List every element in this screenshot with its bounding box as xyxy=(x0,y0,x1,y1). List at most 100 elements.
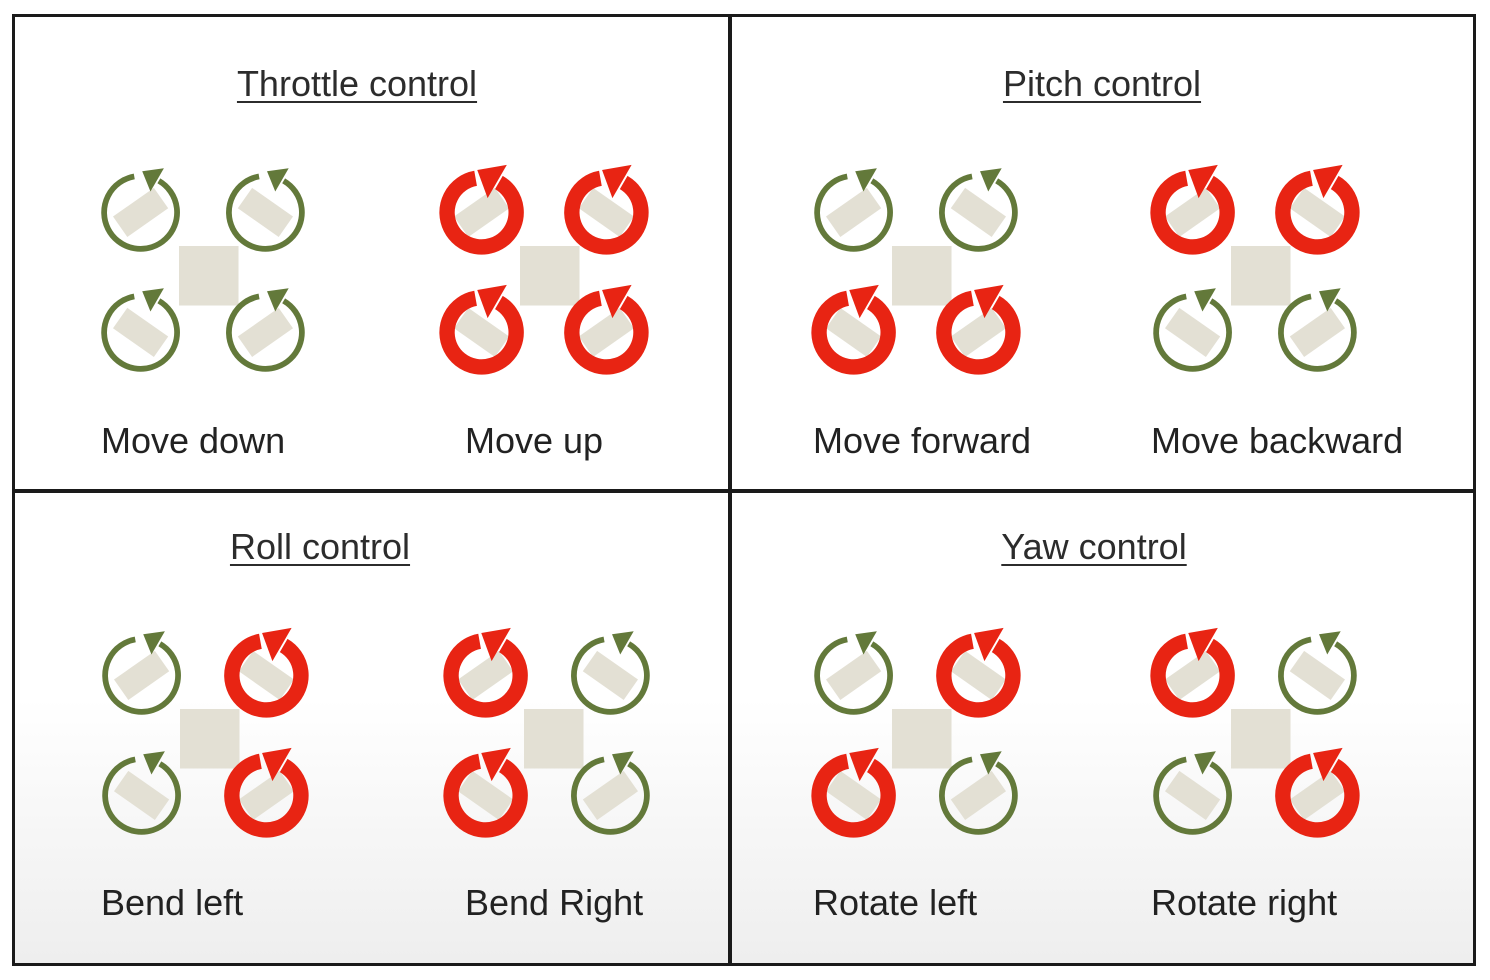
rotation-arrow-icon xyxy=(1194,751,1216,775)
rotor-ring xyxy=(1150,170,1235,255)
rotor-top-right-high-speed xyxy=(564,164,649,255)
rotor-ring xyxy=(439,170,524,255)
rotor-blade xyxy=(1164,770,1221,820)
rotation-arrow-icon xyxy=(602,284,632,319)
drone-body xyxy=(892,709,952,769)
rotor-bottom-right-high-speed xyxy=(1275,747,1360,838)
drone-body xyxy=(524,709,584,769)
rotor-top-left-high-speed xyxy=(439,164,524,255)
panel-title-yaw: Yaw control xyxy=(1001,526,1187,567)
rotor-ring xyxy=(224,753,309,838)
rotation-arrow-icon xyxy=(1188,627,1218,662)
rotor-ring xyxy=(1153,756,1232,835)
rotor-blade xyxy=(825,307,882,357)
rotation-arrow-icon xyxy=(481,747,511,782)
rotor-top-right-low-speed xyxy=(1278,631,1357,715)
caption-bend-right: Bend Right xyxy=(465,882,644,923)
panel-title-throttle: Throttle control xyxy=(236,63,478,104)
rotation-arrow-icon xyxy=(1194,288,1216,312)
rotation-arrow-icon xyxy=(855,168,877,192)
rotor-top-left-high-speed xyxy=(443,627,528,718)
drone-body xyxy=(1231,246,1291,306)
rotor-ring xyxy=(564,170,649,255)
rotation-arrow-icon xyxy=(849,747,879,782)
rotor-bottom-left-low-speed xyxy=(1153,751,1232,835)
rotation-arrow-icon xyxy=(1319,288,1341,312)
rotor-top-left-high-speed xyxy=(1150,627,1235,718)
rotor-top-right-low-speed xyxy=(226,168,305,252)
rotor-ring xyxy=(811,753,896,838)
rotor-ring xyxy=(939,756,1018,835)
rotor-bottom-right-low-speed xyxy=(571,751,650,835)
rotor-bottom-left-low-speed xyxy=(1153,288,1232,372)
rotor-ring xyxy=(101,173,180,252)
rotor-blade xyxy=(1289,187,1346,237)
drone-body xyxy=(520,246,580,306)
rotor-blade xyxy=(453,187,510,237)
rotor-blade xyxy=(582,650,639,700)
rotor-bottom-right-high-speed xyxy=(564,284,649,375)
rotation-arrow-icon xyxy=(1313,747,1343,782)
rotor-bottom-right-low-speed xyxy=(939,751,1018,835)
rotor-ring xyxy=(1278,636,1357,715)
rotation-arrow-icon xyxy=(262,627,292,662)
rotor-top-left-low-speed xyxy=(814,631,893,715)
caption-move-up: Move up xyxy=(465,420,604,461)
rotor-bottom-right-high-speed xyxy=(224,747,309,838)
rotor-blade xyxy=(238,770,295,820)
drone-rotate-right xyxy=(1135,613,1375,853)
drone-body xyxy=(892,246,952,306)
caption-move-backward: Move backward xyxy=(1151,420,1404,461)
rotation-arrow-icon xyxy=(142,168,164,192)
rotor-bottom-left-high-speed xyxy=(811,747,896,838)
rotor-ring xyxy=(101,293,180,372)
rotor-top-left-low-speed xyxy=(101,168,180,252)
drone-rotate-left xyxy=(796,613,1036,853)
quadcopter-figure xyxy=(811,627,1021,838)
rotor-ring xyxy=(1275,753,1360,838)
quadcopter-figure xyxy=(811,168,1021,375)
rotation-arrow-icon xyxy=(1313,164,1343,199)
drone-bend-left xyxy=(84,613,324,853)
rotor-bottom-right-high-speed xyxy=(936,284,1021,375)
rotation-arrow-icon xyxy=(143,751,165,775)
rotor-blade xyxy=(1289,307,1346,357)
rotation-arrow-icon xyxy=(974,627,1004,662)
rotor-ring xyxy=(226,293,305,372)
rotor-ring xyxy=(224,633,309,718)
rotor-blade xyxy=(237,307,294,357)
rotor-ring xyxy=(814,636,893,715)
rotor-blade xyxy=(950,307,1007,357)
rotor-ring xyxy=(443,753,528,838)
rotor-top-right-high-speed xyxy=(224,627,309,718)
rotor-blade xyxy=(578,307,635,357)
horizontal-divider xyxy=(15,489,1473,493)
drone-move-backward xyxy=(1135,150,1375,390)
rotor-blade xyxy=(112,187,169,237)
rotor-ring xyxy=(102,756,181,835)
rotation-arrow-icon xyxy=(1188,164,1218,199)
rotor-blade xyxy=(825,187,882,237)
rotor-top-right-high-speed xyxy=(1275,164,1360,255)
rotor-blade xyxy=(1164,187,1221,237)
rotation-arrow-icon xyxy=(267,168,289,192)
rotor-blade xyxy=(1164,307,1221,357)
rotor-blade xyxy=(1289,650,1346,700)
drone-body xyxy=(1231,709,1291,769)
rotor-ring xyxy=(1278,293,1357,372)
drone-move-forward xyxy=(796,150,1036,390)
rotor-blade xyxy=(453,307,510,357)
rotation-arrow-icon xyxy=(481,627,511,662)
rotor-ring xyxy=(564,290,649,375)
rotor-ring xyxy=(1150,633,1235,718)
diagram-board: Throttle control Move down Move up Pitch… xyxy=(12,14,1476,966)
drone-move-up xyxy=(424,150,664,390)
rotor-blade xyxy=(238,650,295,700)
rotor-blade xyxy=(578,187,635,237)
rotor-blade xyxy=(113,770,170,820)
rotor-ring xyxy=(936,633,1021,718)
rotor-blade xyxy=(825,650,882,700)
rotor-bottom-left-high-speed xyxy=(439,284,524,375)
rotation-arrow-icon xyxy=(477,284,507,319)
rotor-ring xyxy=(1153,293,1232,372)
